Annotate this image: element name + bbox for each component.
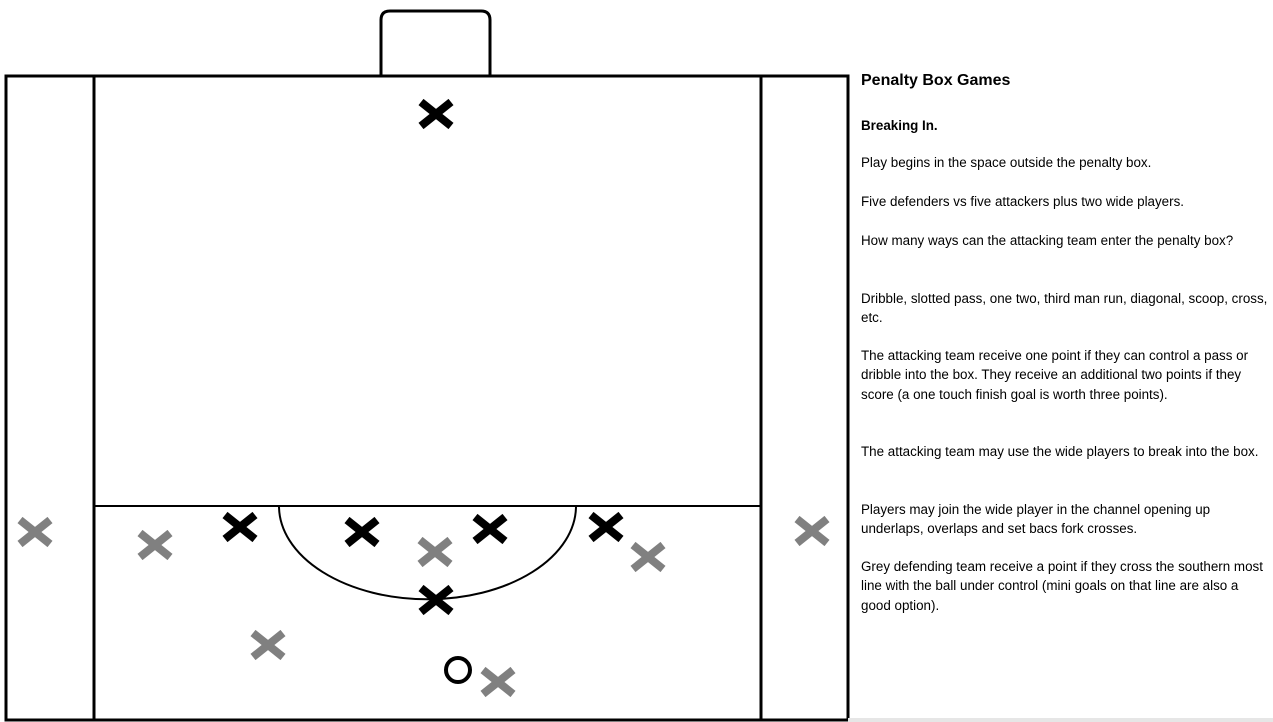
paragraph: Players may join the wide player in the … (861, 502, 1211, 537)
paragraph: The attacking team receive one point if … (861, 348, 1249, 402)
attacker-marker-icon (418, 98, 454, 130)
ball (444, 656, 472, 684)
defender-marker-icon (630, 541, 666, 573)
defender-marker-icon (480, 666, 516, 698)
shooting-circle-arc (278, 505, 577, 601)
page-bottom-bar (848, 718, 1273, 722)
main-pitch (92, 74, 763, 722)
left-channel (4, 74, 96, 722)
page-title: Penalty Box Games (861, 72, 1011, 89)
section-heading: Breaking In. (861, 118, 938, 133)
defender-marker-icon (137, 529, 173, 561)
paragraph: Grey defending team receive a point if t… (861, 559, 1263, 613)
attacker-marker-icon (344, 516, 380, 548)
attacker-marker-icon (588, 511, 624, 543)
paragraph: Five defenders vs five attackers plus tw… (861, 194, 1185, 209)
attacker-marker-icon (222, 511, 258, 543)
attacker-marker-icon (418, 584, 454, 616)
paragraph: How many ways can the attacking team ent… (861, 233, 1234, 248)
paragraph: Dribble, slotted pass, one two, third ma… (861, 291, 1268, 326)
defender-marker-icon (417, 536, 453, 568)
attacker-marker-icon (472, 513, 508, 545)
paragraph: The attacking team may use the wide play… (861, 444, 1259, 459)
goal (379, 9, 492, 76)
defender-marker-icon (794, 515, 830, 547)
pitch-diagram (4, 9, 850, 722)
paragraph: Play begins in the space outside the pen… (861, 155, 1152, 170)
defender-marker-icon (250, 629, 286, 661)
right-channel (759, 74, 850, 722)
defender-marker-icon (17, 516, 53, 548)
